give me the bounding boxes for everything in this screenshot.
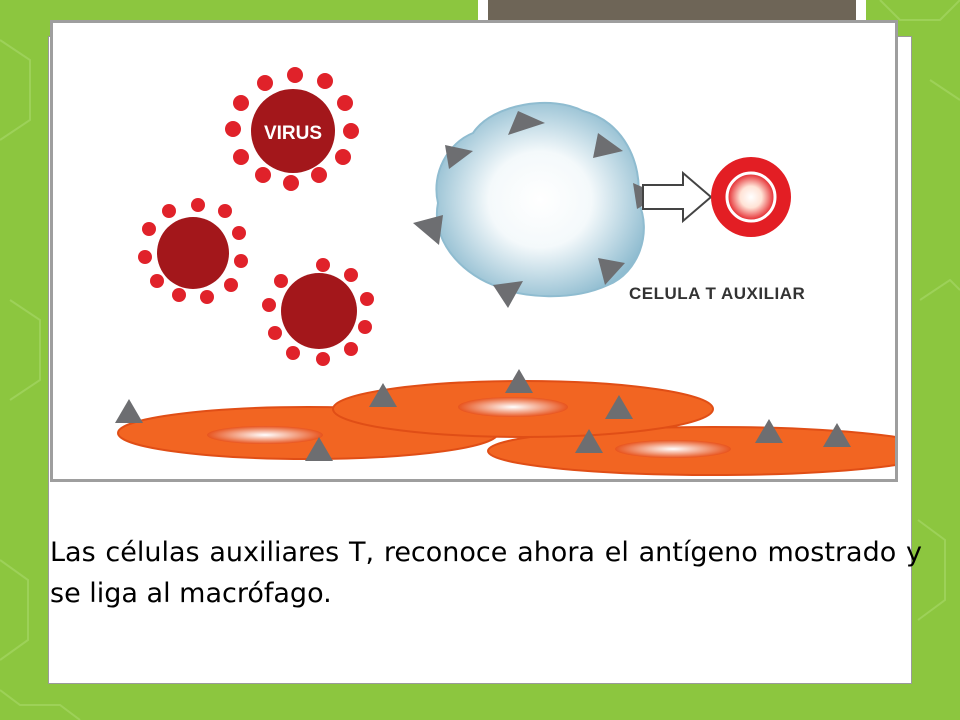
diagram-image: VIRUS <box>50 20 898 482</box>
top-tab-bar <box>488 0 856 20</box>
macrophage <box>413 101 661 308</box>
arrow-icon <box>642 170 713 224</box>
presenting-cells <box>117 380 895 476</box>
virus-label: VIRUS <box>264 123 322 144</box>
virus-2 <box>138 198 248 304</box>
antigen-markers <box>115 369 851 461</box>
slide-caption: Las células auxiliares T, reconoce ahora… <box>50 537 922 609</box>
virus-3 <box>262 258 374 366</box>
immune-diagram: VIRUS <box>115 67 895 476</box>
t-cell <box>711 157 791 237</box>
virus-labelled: VIRUS <box>225 67 359 191</box>
t-cell-label: CELULA T AUXILIAR <box>629 284 805 303</box>
